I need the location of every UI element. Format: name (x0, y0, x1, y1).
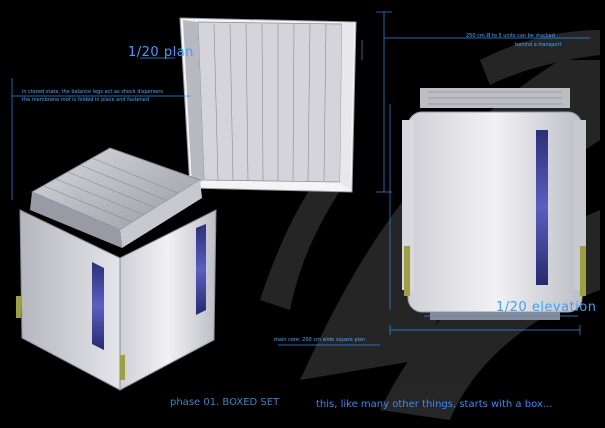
closed-state-note-line-1: in closed state, the balance legs act as… (22, 89, 164, 95)
elevation-scale-label: 1/20 elevation (496, 300, 597, 315)
isometric-view (16, 147, 217, 391)
dimension-lines (11, 11, 590, 346)
core-note: main core: 200 cm wide square plan (274, 337, 366, 343)
plan-scale-label: 1/20 plan (128, 45, 194, 60)
stacking-note-line-2: behind a transport (515, 42, 562, 48)
elevation-view (402, 88, 586, 320)
slogan: this, like many other things, starts wit… (316, 399, 553, 410)
phase-caption: phase 01. BOXED SET (170, 397, 280, 408)
closed-state-note-line-2: the membrane roof is folded in place and… (22, 97, 150, 103)
stacking-note-line-1: 250 cm Ø to 5 units can be stacked (466, 33, 555, 39)
plan-view (179, 17, 357, 193)
